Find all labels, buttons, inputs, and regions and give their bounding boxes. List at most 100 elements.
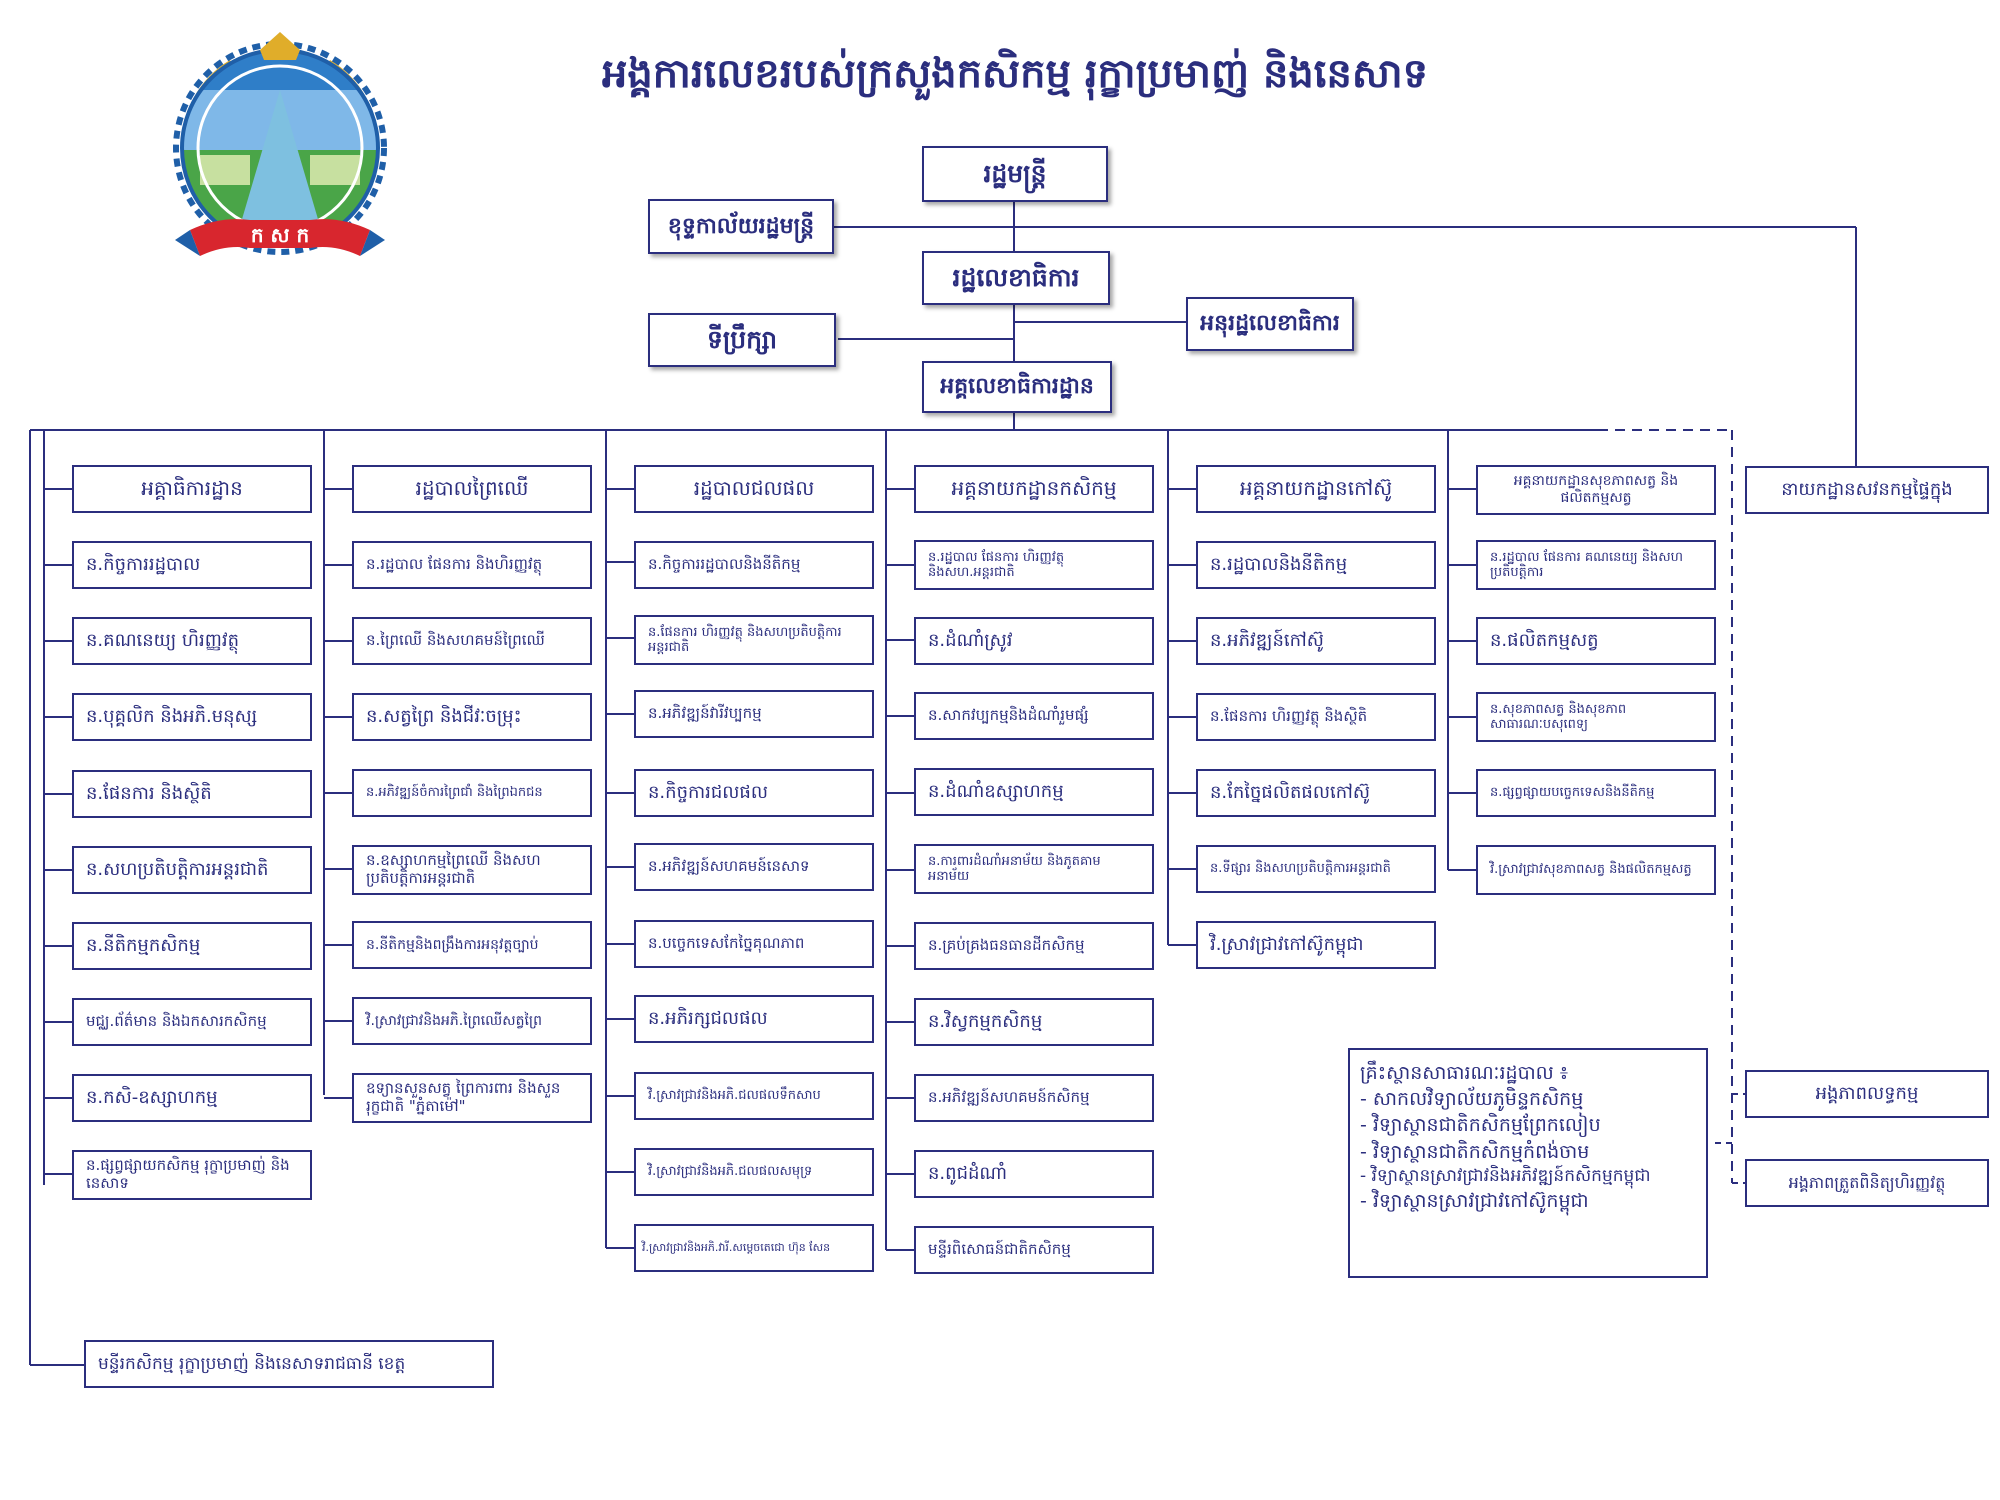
inspectorate-dept: ន.ផែនការ និងស្ថិតិ [72,770,312,818]
advisors-box: ទីប្រឹក្សា [648,313,836,367]
logo-text: ក ស ក [251,223,309,247]
agriculture-dept: ន.ដំណាំស្រូវ [914,617,1154,665]
forestry-dept: វិ.ស្រាវជ្រាវនិងអភិ.ព្រៃឈើសត្វព្រៃ [352,997,592,1045]
agriculture-dept: ន.ពូជដំណាំ [914,1150,1154,1198]
dept-label: វិ.ស្រាវជ្រាវកៅស៊ូកម្ពុជា [1210,934,1364,956]
dept-label: ន.អភិវឌ្ឍន៍ចំការព្រៃជាំ និងព្រៃឯកជន [366,785,543,801]
forestry-head: រដ្ឋបាលព្រៃឈើ [352,465,592,513]
dept-label: ន.ផ្សព្វផ្សាយបច្ចេកទេសនិងនីតិកម្ម [1490,785,1655,801]
procurement-box: អង្គភាពលទ្ធកម្ម [1745,1070,1989,1118]
dept-label: ន.សុខភាពសត្វ និងសុខភាព សាធារណៈបសុពេទ្យ [1490,701,1627,732]
dept-label: មន្ទីរពិសោធន៍ជាតិកសិកម្ម [928,1240,1071,1259]
rubber-dept: ន.ទីផ្សារ និងសហប្រតិបត្តិការអន្តរជាតិ [1196,845,1436,893]
agriculture-dept: ន.រដ្ឋបាល ផែនការ ហិរញ្ញវត្ថុ និងសហ.អន្តរ… [914,540,1154,590]
page-title: អង្គការលេខរបស់ក្រសួងកសិកម្ម រុក្ខាប្រមាញ… [601,51,1429,97]
dept-label: ន.វិស្វកម្មកសិកម្ម [928,1011,1043,1033]
dept-label: ន.ផែនការ និងស្ថិតិ [86,783,212,805]
fisheries-dept: វិ.ស្រាវជ្រាវនិងអភិ.វារី.សម្ដេចតេជោ ហ៊ុន… [634,1224,874,1272]
rubber-dept: ន.អភិវឌ្ឍន៍កៅស៊ូ [1196,617,1436,665]
dept-label: ន.កិច្ចការរដ្ឋបាលនិងនីតិកម្ម [648,555,801,574]
dept-label: វិ.ស្រាវជ្រាវសុខភាពសត្វ និងផលិតកម្មសត្វ [1490,862,1692,878]
fisheries-dept: ន.បច្ចេកទេសកែច្នៃគុណភាព [634,920,874,968]
dept-label: ន.រដ្ឋបាលនិងនីតិកម្ម [1210,554,1348,576]
fisheries-dept: វិ.ស្រាវជ្រាវនិងអភិ.ជលផលទឹកសាប [634,1072,874,1120]
advisors-label: ទីប្រឹក្សា [706,325,778,355]
institute-item: - វិទ្យាស្ថានស្រាវជ្រាវនិងអភិវឌ្ឍន៍កសិកម… [1360,1165,1651,1186]
dept-label: ន.ផែនការ ហិរញ្ញវត្ថុ និងស្ថិតិ [1210,707,1368,726]
secretary-general-box: អគ្គលេខាធិការដ្ឋាន [922,361,1112,413]
procurement-label: អង្គភាពលទ្ធកម្ម [1815,1083,1919,1105]
dept-label: ន.នីតិកម្មកសិកម្ម [86,935,201,957]
inspectorate-head-label: អគ្គាធិការដ្ឋាន [141,476,243,501]
minister-box: រដ្ឋមន្ត្រី [922,146,1108,202]
dept-label: ន.ឧស្សាហកម្មព្រៃឈើ និងសហប្រតិបត្តិការអន្… [366,851,541,887]
dept-label: ន.កែច្នៃផលិតផលកៅស៊ូ [1210,782,1370,804]
dept-label: ន.រដ្ឋបាល ផែនការ និងហិរញ្ញវត្ថុ [366,555,543,574]
minister-label: រដ្ឋមន្ត្រី [983,159,1047,189]
fisheries-dept: ន.កិច្ចការរដ្ឋបាលនិងនីតិកម្ម [634,541,874,589]
dept-label: ន.បុគ្គលិក និងអភិ.មនុស្ស [86,706,258,728]
agriculture-dept: ន.អភិវឌ្ឍន៍សហគមន៍កសិកម្ម [914,1074,1154,1122]
inspectorate-dept: ន.គណនេយ្យ ហិរញ្ញវត្ថុ [72,617,312,665]
institutes-header: គ្រឹះស្ថានសាធារណៈរដ្ឋបាល ៖ [1360,1062,1569,1084]
dept-label: ន.អភិវឌ្ឍន៍សហគមន៍នេសាទ [648,857,810,876]
rubber-head: អគ្គនាយកដ្ឋានកៅស៊ូ [1196,465,1436,513]
dept-label: ន.រដ្ឋបាល ផែនការ គណនេយ្យ និងសហប្រតិបត្តិ… [1490,549,1684,580]
ministry-logo: ក ស ក [173,32,387,256]
dept-label: វិ.ស្រាវជ្រាវនិងអភិ.ជលផលសមុទ្រ [648,1164,813,1180]
institute-item: - វិទ្យាស្ថានជាតិកសិកម្មព្រែកលៀប [1360,1114,1601,1137]
dept-label: ន.គណនេយ្យ ហិរញ្ញវត្ថុ [86,630,240,652]
dept-label: វិ.ស្រាវជ្រាវនិងអភិ.វារី.សម្ដេចតេជោ ហ៊ុន… [642,1240,831,1254]
agriculture-dept: ន.សាកវប្បកម្មនិងដំណាំរួមផ្សំ [914,692,1154,740]
dept-label: ន.អភិរក្សជលផល [648,1008,768,1030]
dept-label: ន.គ្រប់គ្រងធនធានដីកសិកម្ម [928,936,1085,955]
fisheries-dept: ន.អភិវឌ្ឍន៍សហគមន៍នេសាទ [634,843,874,891]
forestry-dept: ឧទ្យានសួនសត្វ ព្រៃការពារ និងសួនរុក្ខជាតិ… [352,1073,592,1123]
forestry-dept: ន.ឧស្សាហកម្មព្រៃឈើ និងសហប្រតិបត្តិការអន្… [352,845,592,895]
dept-label: ន.អភិវឌ្ឍន៍កៅស៊ូ [1210,630,1324,652]
dept-label: ន.ដំណាំឧស្សាហកម្ម [928,781,1064,803]
forestry-dept: ន.នីតិកម្មនិងពង្រឹងការអនុវត្តច្បាប់ [352,921,592,969]
inspectorate-dept: ន.បុគ្គលិក និងអភិ.មនុស្ស [72,693,312,741]
rubber-dept: ន.ផែនការ ហិរញ្ញវត្ថុ និងស្ថិតិ [1196,693,1436,741]
dept-label: ន.កសិ-ឧស្សាហកម្ម [86,1087,218,1109]
fisheries-dept: ន.អភិរក្សជលផល [634,995,874,1043]
animal-health-dept: វិ.ស្រាវជ្រាវសុខភាពសត្វ និងផលិតកម្មសត្វ [1476,845,1716,895]
provincial-label: មន្ទីរកសិកម្ម រុក្ខាប្រមាញ់ និងនេសាទរាជធ… [98,1353,406,1374]
fisheries-dept: វិ.ស្រាវជ្រាវនិងអភិ.ជលផលសមុទ្រ [634,1148,874,1196]
public-institutes-box: គ្រឹះស្ថានសាធារណៈរដ្ឋបាល ៖ - សាកលវិទ្យាល… [1348,1048,1708,1278]
dept-label: មជ្ឈ.ព័ត៌មាន និងឯកសារកសិកម្ម [86,1012,267,1031]
internal-audit-label: នាយកដ្ឋានសវនកម្មផ្ទៃក្នុង [1781,479,1953,501]
animal-health-dept: ន.ផលិតកម្មសត្វ [1476,617,1716,665]
dept-label: ន.បច្ចេកទេសកែច្នៃគុណភាព [648,934,805,953]
dept-label: ន.ផលិតកម្មសត្វ [1490,630,1599,652]
animal-health-dept: ន.សុខភាពសត្វ និងសុខភាព សាធារណៈបសុពេទ្យ [1476,692,1716,742]
dept-label: ឧទ្យានសួនសត្វ ព្រៃការពារ និងសួនរុក្ខជាតិ… [366,1079,561,1115]
agriculture-dept: ន.ការពារដំណាំអនាម័យ និងភូតគាមអនាម័យ [914,844,1154,894]
agriculture-dept: ន.គ្រប់គ្រងធនធានដីកសិកម្ម [914,922,1154,970]
dept-label: ន.ការពារដំណាំអនាម័យ និងភូតគាមអនាម័យ [928,853,1101,884]
dept-label: ន.ទីផ្សារ និងសហប្រតិបត្តិការអន្តរជាតិ [1210,861,1391,877]
inspectorate-dept: ន.ផ្សព្វផ្សាយកសិកម្ម រុក្ខាប្រមាញ់ និងនេ… [72,1150,312,1200]
rubber-dept: វិ.ស្រាវជ្រាវកៅស៊ូកម្ពុជា [1196,921,1436,969]
dept-label: ន.សត្វព្រៃ និងជីវៈចម្រុះ [366,706,522,728]
inspectorate-dept: ន.កសិ-ឧស្សាហកម្ម [72,1074,312,1122]
dept-label: ន.ផ្សព្វផ្សាយកសិកម្ម រុក្ខាប្រមាញ់ និងនេ… [86,1156,290,1192]
dept-label: ន.កិច្ចការរដ្ឋបាល [86,554,201,576]
rubber-dept: ន.រដ្ឋបាលនិងនីតិកម្ម [1196,541,1436,589]
forestry-dept: ន.សត្វព្រៃ និងជីវៈចម្រុះ [352,693,592,741]
dept-label: ន.ផែនការ ហិរញ្ញវត្ថុ និងសហប្រតិបត្តិការអ… [648,624,842,655]
agriculture-dept: មន្ទីរពិសោធន៍ជាតិកសិកម្ម [914,1226,1154,1274]
secretary-of-state-label: រដ្ឋលេខាធិការ [952,263,1080,293]
fisheries-dept: ន.ផែនការ ហិរញ្ញវត្ថុ និងសហប្រតិបត្តិការអ… [634,615,874,665]
animal-health-dept: ន.ផ្សព្វផ្សាយបច្ចេកទេសនិងនីតិកម្ម [1476,769,1716,817]
dept-label: វិ.ស្រាវជ្រាវនិងអភិ.ព្រៃឈើសត្វព្រៃ [366,1012,542,1029]
dept-label: ន.រដ្ឋបាល ផែនការ ហិរញ្ញវត្ថុ និងសហ.អន្តរ… [928,549,1065,580]
fisheries-head-label: រដ្ឋបាលជលផល [693,476,815,501]
financial-control-label: អង្គភាពត្រួតពិនិត្យហិរញ្ញវត្ថុ [1788,1172,1946,1192]
rubber-dept: ន.កែច្នៃផលិតផលកៅស៊ូ [1196,769,1436,817]
agriculture-head: អគ្គនាយកដ្ឋានកសិកម្ម [914,465,1154,513]
inspectorate-dept: មជ្ឈ.ព័ត៌មាន និងឯកសារកសិកម្ម [72,998,312,1046]
under-secretary-label: អនុរដ្ឋលេខាធិការ [1200,311,1340,337]
